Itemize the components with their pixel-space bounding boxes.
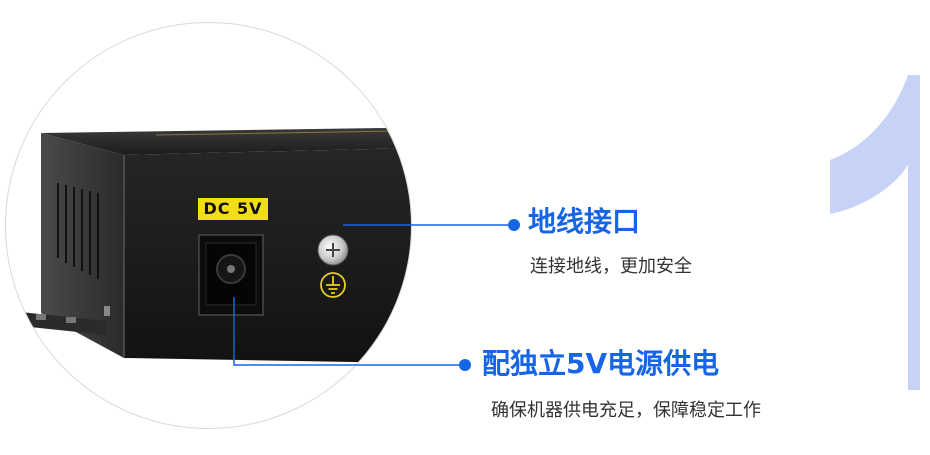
device-illustration	[11, 128, 411, 363]
dc-5v-label: DC 5V	[198, 198, 268, 220]
callout-desc-ground: 连接地线，更加安全	[530, 256, 692, 277]
callout-desc-power: 确保机器供电充足，保障稳定工作	[491, 400, 761, 421]
product-closeup-circle: DC 5V	[5, 22, 412, 429]
callout-title-ground: 地线接口	[528, 205, 641, 238]
big-number-one	[830, 75, 920, 390]
callout-title-power: 配独立5V电源供电	[482, 347, 720, 380]
